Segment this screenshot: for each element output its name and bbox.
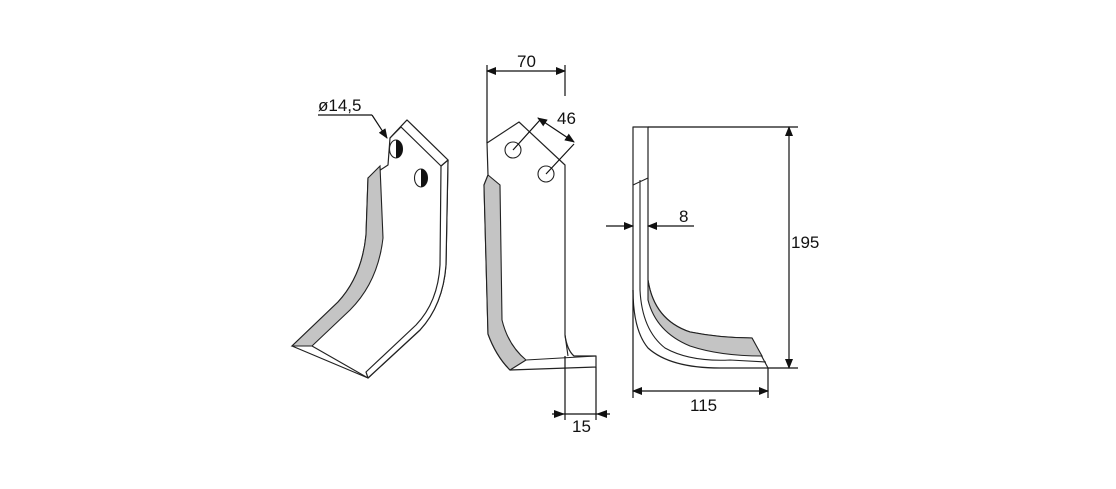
hole-diameter-label: ø14,5 — [318, 96, 361, 115]
foot-arrow-right — [596, 410, 607, 418]
height-label: 195 — [791, 233, 819, 252]
mount-hole-2-shadow — [421, 169, 428, 187]
front-foot-edge — [525, 355, 597, 361]
side-top-notch — [632, 177, 649, 186]
base-length-label: 115 — [690, 396, 717, 415]
blade-perspective-view: ø14,5 — [290, 96, 449, 379]
spacing-dimension-line — [537, 117, 575, 143]
spacing-extension-2 — [545, 143, 575, 175]
foot-width-label: 15 — [572, 417, 591, 436]
mount-hole-1-shadow — [396, 140, 403, 158]
blade-top-band — [389, 119, 449, 167]
blade-side-view: 195 8 115 — [606, 126, 819, 415]
side-profile-outline — [632, 126, 769, 369]
foot-arrow-left — [554, 410, 565, 418]
spacing-extension-1 — [512, 119, 541, 151]
width-top-label: 70 — [517, 52, 536, 71]
blade-front-view: 70 46 15 — [483, 52, 610, 436]
thickness-label: 8 — [679, 207, 688, 226]
blade-bevel — [290, 164, 384, 347]
front-bevel — [483, 174, 527, 371]
front-foot-inner — [564, 334, 569, 357]
side-inner-curve — [639, 180, 767, 363]
side-bevel — [647, 279, 763, 357]
hole-spacing-label: 46 — [557, 109, 576, 128]
blade-inner-edge — [311, 345, 369, 379]
hole-diameter-leader — [371, 114, 388, 139]
